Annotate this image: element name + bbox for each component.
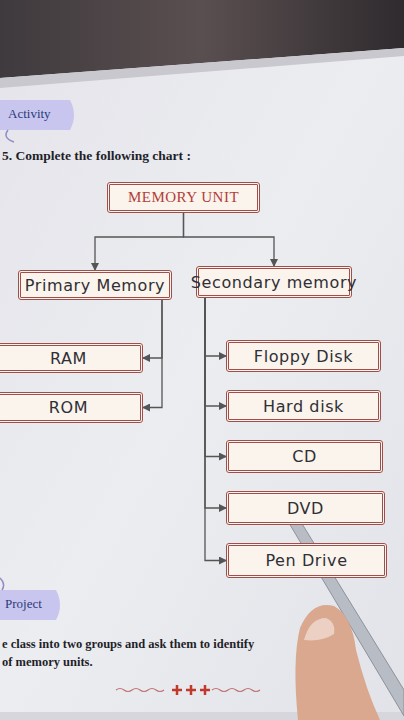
connector-arrow (205, 298, 226, 457)
box-text: Hard disk (263, 397, 344, 416)
ornament-wave (116, 689, 164, 692)
category-box: Primary Memory (18, 270, 172, 300)
section-badge: Project (5, 596, 42, 612)
box-text: ROM (49, 398, 88, 417)
box-text: Secondary memory (191, 273, 357, 292)
pill-curl (0, 578, 4, 590)
connector-arrow (184, 213, 275, 266)
box-text: CD (292, 447, 317, 466)
fingernail (304, 618, 334, 640)
ornament-cross (172, 685, 210, 695)
page-edge (0, 48, 404, 88)
category-box: Secondary memory (196, 266, 352, 298)
box-text: Pen Drive (265, 551, 347, 570)
item-box: CD (226, 440, 383, 473)
box-text: MEMORY UNIT (128, 189, 239, 206)
connector-arrow (205, 298, 226, 356)
connector-arrow (95, 213, 184, 270)
ornament-wave (212, 689, 260, 692)
project-pill (0, 590, 60, 620)
item-box: ROM (0, 392, 143, 423)
pill-curl (6, 130, 14, 142)
item-box: Hard disk (226, 390, 381, 422)
box-text: Primary Memory (25, 276, 165, 295)
finger (295, 605, 380, 720)
question-text: 5. Complete the following chart : (2, 148, 191, 164)
item-box: RAM (0, 343, 143, 373)
connector-arrow (205, 298, 226, 561)
body-text: e class into two groups and ask them to … (2, 637, 254, 652)
activity-pill (0, 100, 74, 130)
connector-arrow (205, 298, 226, 406)
item-box: Pen Drive (226, 543, 387, 578)
body-text: of memory units. (2, 655, 93, 670)
connector-arrow (205, 298, 226, 508)
item-box: DVD (226, 491, 385, 525)
connector-arrow (143, 300, 162, 408)
connector-arrow (143, 300, 162, 358)
item-box: Floppy Disk (226, 340, 381, 372)
section-badge: Activity (8, 106, 51, 122)
root-box: MEMORY UNIT (107, 182, 260, 213)
box-text: RAM (50, 349, 87, 368)
box-text: Floppy Disk (254, 347, 353, 366)
box-text: DVD (287, 499, 324, 518)
